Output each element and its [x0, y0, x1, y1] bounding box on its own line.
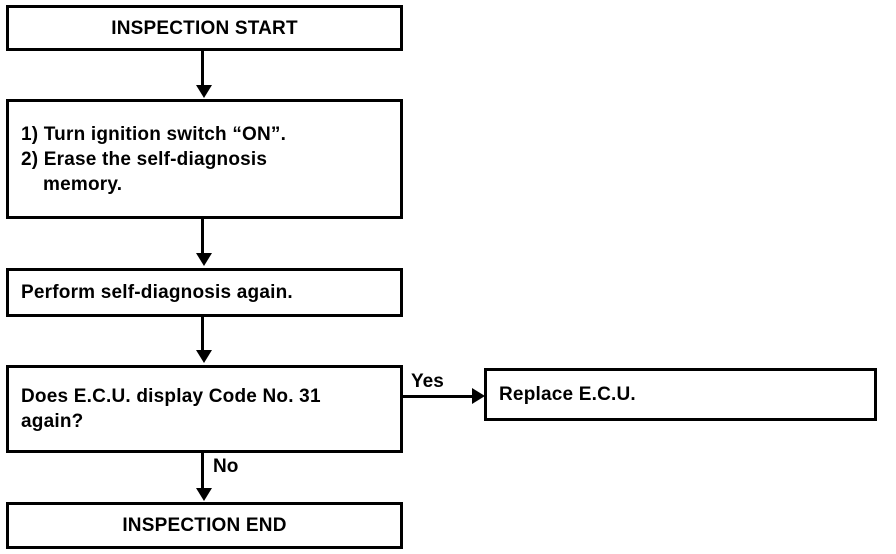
connector-step2-to-decision-arrowhead: [196, 350, 212, 363]
node-inspection-start-label: INSPECTION START: [111, 17, 298, 39]
connector-decision-no-arrowhead: [196, 488, 212, 501]
node-step-turn-ignition-erase-memory: 1) Turn ignition switch “ON”. 2) Erase t…: [6, 99, 403, 219]
connector-start-to-step1-arrowhead: [196, 85, 212, 98]
connector-decision-no-line: [201, 453, 204, 490]
edge-label-yes: Yes: [411, 371, 444, 392]
node-step1-line1: 1) Turn ignition switch “ON”.: [21, 123, 287, 145]
connector-step2-to-decision-line: [201, 317, 204, 352]
connector-step1-to-step2-arrowhead: [196, 253, 212, 266]
node-step1-line3: memory.: [43, 173, 123, 195]
connector-decision-yes-arrowhead: [472, 388, 485, 404]
node-decision-line1: Does E.C.U. display Code No. 31: [21, 386, 321, 407]
node-inspection-start: INSPECTION START: [6, 5, 403, 51]
node-decision-line2: again?: [21, 411, 84, 432]
node-step1-line2: 2) Erase the self-diagnosis: [21, 148, 268, 170]
connector-decision-yes-line: [403, 395, 475, 398]
edge-label-no: No: [213, 456, 239, 477]
node-inspection-end-label: INSPECTION END: [122, 515, 287, 536]
node-perform-self-diagnosis-again: Perform self-diagnosis again.: [6, 268, 403, 317]
node-inspection-end: INSPECTION END: [6, 502, 403, 549]
node-decision-code-31-again: Does E.C.U. display Code No. 31 again?: [6, 365, 403, 453]
node-replace-ecu-label: Replace E.C.U.: [499, 384, 636, 405]
connector-start-to-step1-line: [201, 51, 204, 87]
node-step2-label: Perform self-diagnosis again.: [21, 282, 293, 303]
node-replace-ecu: Replace E.C.U.: [484, 368, 877, 421]
connector-step1-to-step2-line: [201, 219, 204, 255]
